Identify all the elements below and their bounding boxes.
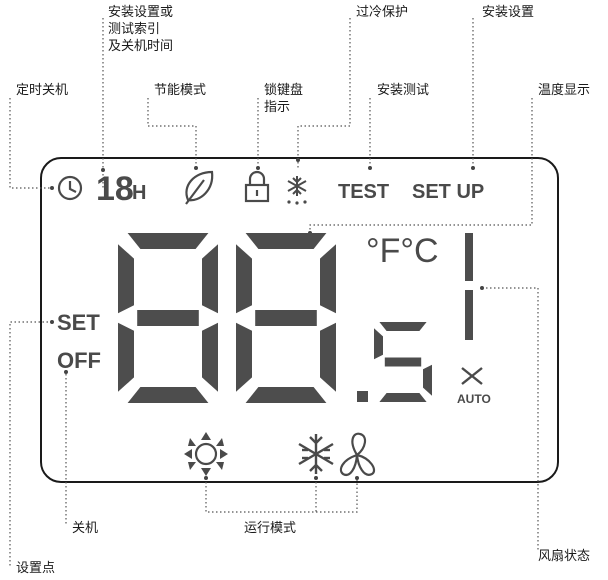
segment-f [374, 328, 383, 360]
off-label: OFF [57, 348, 101, 373]
sun-icon [184, 432, 228, 476]
segment-a [245, 233, 327, 249]
hour-unit: H [132, 182, 146, 204]
label-install-test: 安装测试 [377, 83, 430, 98]
label-fan-state: 风扇状态 [538, 549, 591, 564]
segment-a [379, 322, 427, 331]
snowflake-drip-icon [287, 176, 307, 205]
label-install-setting-or-test: 安装设置或 测试索引 及关机时间 [108, 5, 174, 54]
fan-level-bar [465, 233, 473, 340]
test-label: TEST [338, 181, 389, 203]
segment-g [384, 357, 422, 367]
auto-label: AUTO [457, 392, 491, 406]
segment-a [127, 233, 209, 249]
label-keypad-lock: 锁键盘 指示 [264, 83, 304, 115]
segment-f [236, 244, 252, 314]
segment-e [118, 322, 134, 392]
annotation-lines [9, 18, 539, 568]
main-digits [118, 233, 432, 403]
lock-icon [244, 170, 270, 203]
segment-g [255, 310, 317, 326]
segment-d [379, 393, 427, 402]
hour-digits: 18 [96, 170, 134, 208]
segment-g [137, 310, 199, 326]
segment-d [127, 387, 209, 403]
label-run-mode: 运行模式 [244, 521, 297, 536]
lcd-frame [40, 157, 559, 483]
set-label: SET [57, 310, 100, 335]
clock-icon [57, 175, 83, 201]
segment-b [320, 244, 336, 314]
segment-c [320, 322, 336, 392]
label-overcool-protect: 过冷保护 [356, 5, 409, 20]
label-set-point: 设置点 [16, 561, 56, 576]
label-energy-mode: 节能模式 [154, 83, 207, 98]
fan-icon [339, 432, 376, 476]
temp-units: °F°C [366, 232, 439, 270]
label-install-setup: 安装设置 [482, 5, 535, 20]
decimal-point [357, 391, 368, 402]
annotation-dots [50, 158, 484, 480]
segment-c [202, 322, 218, 392]
label-timer-off: 定时关机 [16, 83, 69, 98]
segment-b [202, 244, 218, 314]
digit-2 [236, 233, 336, 403]
label-off: 关机 [72, 521, 99, 536]
segment-e [236, 322, 252, 392]
digit-1 [118, 233, 218, 403]
decimal-digit [374, 322, 432, 402]
segment-f [118, 244, 134, 314]
fan-auto-icon [461, 367, 483, 385]
segment-d [245, 387, 327, 403]
segment-c [423, 364, 432, 396]
setup-label: SET UP [412, 181, 484, 203]
label-temp-display: 温度显示 [538, 83, 591, 98]
snowflake-icon [298, 434, 334, 474]
leaf-icon [185, 170, 214, 205]
